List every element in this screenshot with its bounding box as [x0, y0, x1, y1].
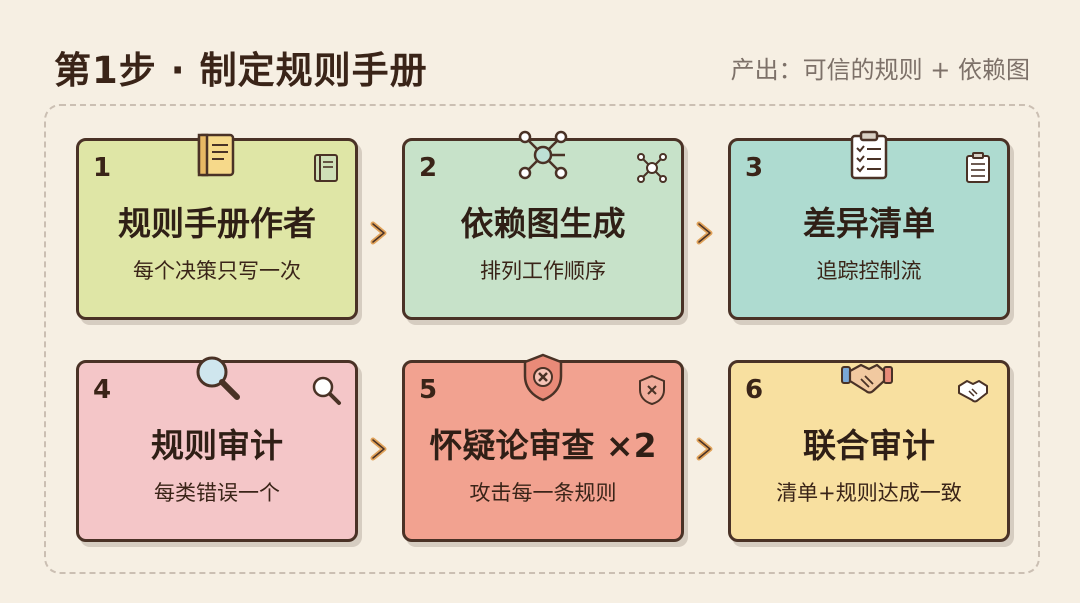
- step-number: 5: [419, 375, 438, 405]
- clipboard-checklist-icon: [850, 130, 888, 180]
- step-subtitle: 每类错误一个: [154, 481, 280, 505]
- chevron-right-icon: [696, 437, 713, 461]
- magnifier-icon: [312, 376, 341, 405]
- step-heading: 规则审计: [151, 426, 283, 465]
- step-card-6: 6 联合审计 清单+规则达成一致: [728, 360, 1010, 542]
- step-heading: 依赖图生成: [460, 204, 626, 243]
- step-number: 2: [419, 153, 438, 183]
- page-title: 第1步 · 制定规则手册: [54, 49, 428, 92]
- step-card-3: 3 差异清单 追踪控制流: [728, 130, 1010, 320]
- step-card-5: 5 怀疑论审查 ×2 攻击每一条规则: [402, 353, 684, 542]
- step-card-2: 2 依赖图生成 排列工作顺序: [402, 130, 684, 320]
- step-subtitle: 每个决策只写一次: [133, 259, 301, 283]
- step-heading: 差异清单: [803, 204, 935, 243]
- step-card-4: 4 规则审计 每类错误一个: [76, 356, 358, 542]
- network-graph-icon: [518, 130, 568, 180]
- step-subtitle: 攻击每一条规则: [469, 481, 617, 505]
- step-subtitle: 排列工作顺序: [480, 259, 606, 283]
- step-subtitle: 清单+规则达成一致: [776, 481, 962, 505]
- step-heading: 联合审计: [803, 426, 935, 465]
- handshake-icon: [841, 363, 893, 394]
- book-icon: [197, 133, 235, 177]
- magnifier-icon: [196, 356, 240, 400]
- chevron-right-icon: [696, 221, 713, 245]
- output-label: 产出：可信的规则 + 依赖图: [730, 56, 1030, 84]
- step-number: 6: [745, 375, 764, 405]
- network-graph-icon: [637, 153, 667, 183]
- step-number: 1: [93, 153, 112, 183]
- book-icon: [314, 154, 338, 182]
- step-number: 4: [93, 375, 112, 405]
- step-card-1: 1 规则手册作者 每个决策只写一次: [76, 133, 358, 320]
- step-number: 3: [745, 153, 764, 183]
- shield-x-icon: [639, 374, 665, 406]
- step-heading: 怀疑论审查 ×2: [429, 426, 657, 465]
- shield-x-icon: [523, 353, 563, 402]
- handshake-icon: [958, 380, 988, 403]
- steps-frame: [44, 104, 1040, 574]
- step-subtitle: 追踪控制流: [816, 259, 922, 283]
- chevron-right-icon: [370, 437, 387, 461]
- chevron-right-icon: [370, 221, 387, 245]
- step-heading: 规则手册作者: [118, 204, 316, 243]
- clipboard-checklist-icon: [966, 152, 990, 183]
